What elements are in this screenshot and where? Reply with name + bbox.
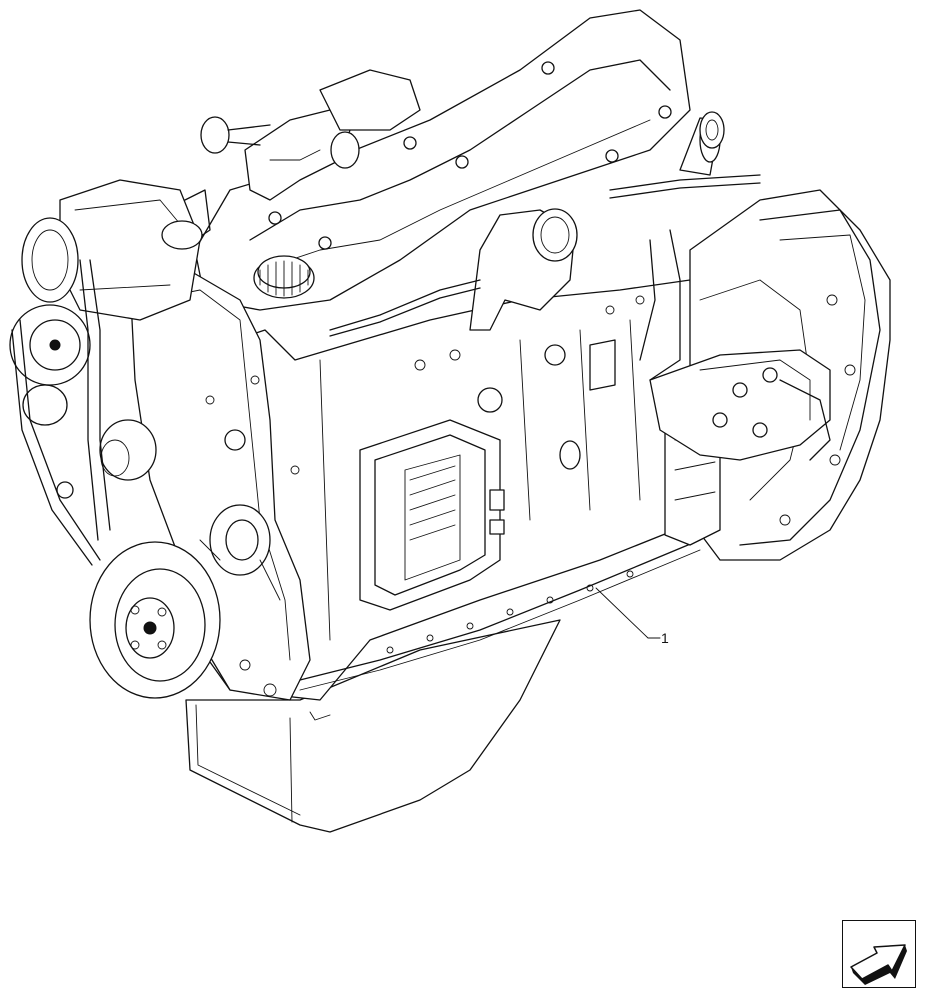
arrow-right-icon bbox=[850, 944, 907, 985]
next-page-button[interactable] bbox=[842, 920, 916, 988]
callout-leader-line bbox=[595, 587, 661, 639]
engine-icon bbox=[9, 9, 891, 833]
callout-label-1: 1 bbox=[661, 630, 669, 646]
